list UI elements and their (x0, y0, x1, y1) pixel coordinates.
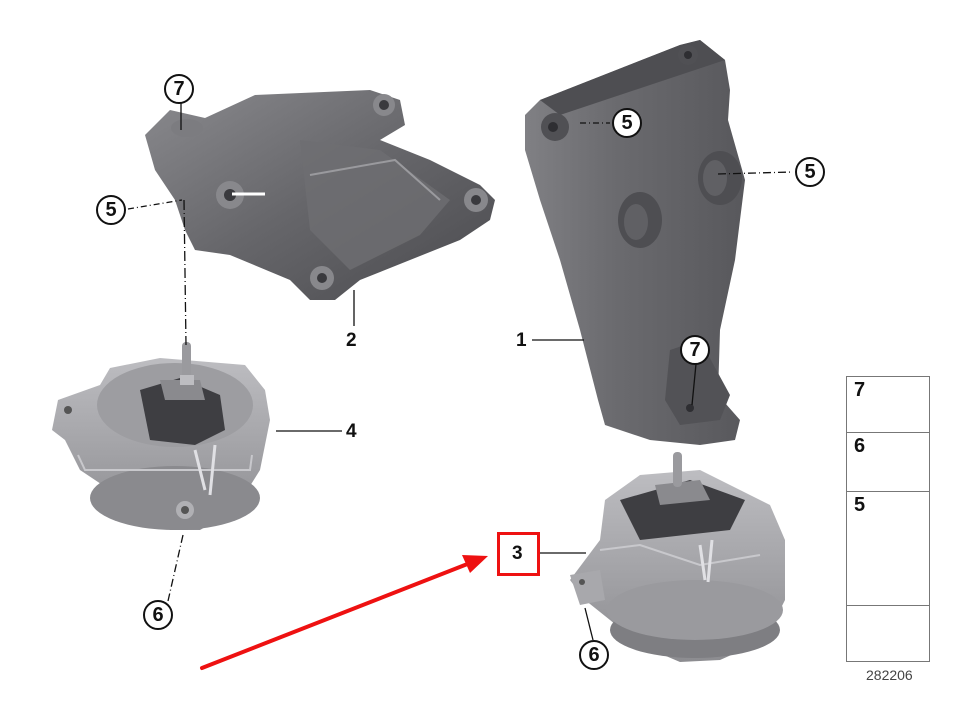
callout-6: 6 (143, 600, 173, 630)
legend-item-direction (847, 606, 929, 661)
fastener-legend: 7 6 5 (846, 376, 930, 662)
callout-5: 5 (795, 157, 825, 187)
callout-5: 5 (96, 195, 126, 225)
part-label-4: 4 (346, 421, 357, 442)
callout-5: 5 (612, 108, 642, 138)
part-label-1: 1 (516, 330, 527, 351)
legend-item-5: 5 (847, 492, 929, 606)
bracket-2 (145, 90, 495, 300)
legend-item-7: 7 (847, 377, 929, 433)
highlight-arrow (200, 555, 488, 670)
leader-lines (127, 103, 794, 641)
bracket-1 (525, 40, 745, 445)
diagram-reference-number: 282206 (866, 667, 913, 683)
highlight-box (497, 532, 540, 576)
part-label-2: 2 (346, 330, 357, 351)
callout-7: 7 (164, 74, 194, 104)
mount-4 (52, 342, 270, 530)
legend-item-6: 6 (847, 433, 929, 492)
part-label-3: 3 (512, 543, 523, 564)
callout-6: 6 (579, 640, 609, 670)
callout-7: 7 (680, 335, 710, 365)
mount-3 (570, 452, 785, 662)
